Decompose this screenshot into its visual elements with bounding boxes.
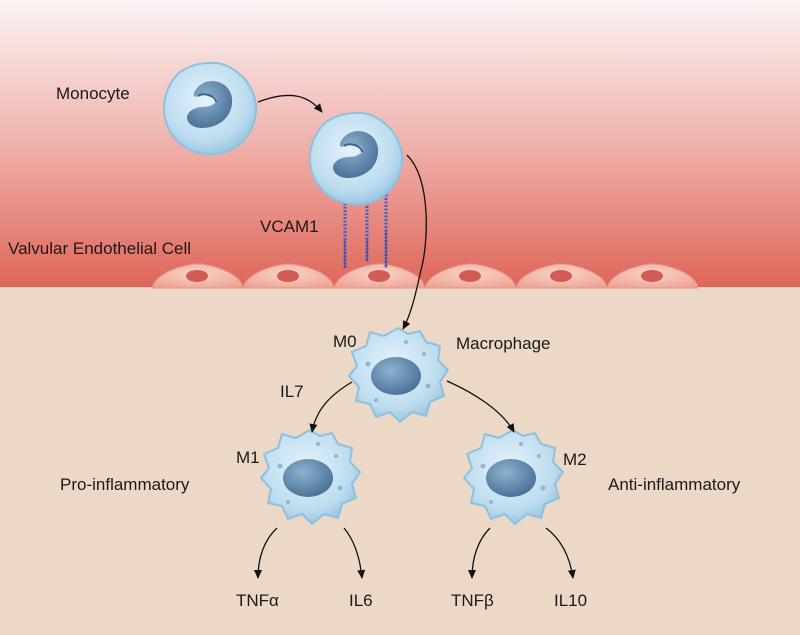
arrow-m1-to-tnfalpha <box>254 527 278 579</box>
arrow-m1-to-il6 <box>343 527 366 579</box>
endothelial-cell <box>606 263 699 289</box>
label-il7: IL7 <box>280 382 304 401</box>
arrow-monocyte-to-adhered <box>257 94 323 113</box>
macrophage-m2 <box>463 429 564 525</box>
macrophage-nucleus <box>371 357 421 395</box>
label-pro-inflammatory: Pro-inflammatory <box>60 475 190 494</box>
label-macrophage: Macrophage <box>456 334 551 353</box>
monocyte-nucleus <box>333 131 379 178</box>
arrow-adhered-to-m0 <box>402 154 427 330</box>
monocyte-nucleus <box>187 81 233 128</box>
arrow-m0-to-m2 <box>446 380 515 433</box>
endothelial-cell <box>424 263 517 289</box>
endothelial-cell <box>333 263 426 289</box>
label-tnf-beta: TNFβ <box>451 591 494 610</box>
arrow-m2-to-tnfbeta <box>468 527 491 579</box>
macrophage-m0 <box>348 327 449 423</box>
label-il10: IL10 <box>554 591 587 610</box>
arrow-m2-to-il10 <box>545 527 576 579</box>
label-endothelial-cell: Valvular Endothelial Cell <box>8 239 191 258</box>
endothelial-cell <box>151 263 244 289</box>
macrophage-nucleus <box>486 459 536 497</box>
label-anti-inflammatory: Anti-inflammatory <box>608 475 741 494</box>
label-monocyte: Monocyte <box>56 84 130 103</box>
label-tnf-alpha: TNFα <box>236 591 279 610</box>
label-il6: IL6 <box>349 591 373 610</box>
macrophage-m1 <box>260 429 361 525</box>
arrow-m0-to-m1 <box>309 381 353 433</box>
label-m2: M2 <box>563 450 587 469</box>
monocyte-cell <box>162 61 258 156</box>
label-vcam1: VCAM1 <box>260 217 319 236</box>
adhered-monocyte-cell <box>308 111 404 206</box>
label-m1: M1 <box>236 448 260 467</box>
endothelial-cell <box>242 263 335 289</box>
macrophage-nucleus <box>283 459 333 497</box>
endothelial-layer <box>151 263 699 289</box>
label-m0: M0 <box>333 332 357 351</box>
endothelial-cell <box>515 263 608 289</box>
